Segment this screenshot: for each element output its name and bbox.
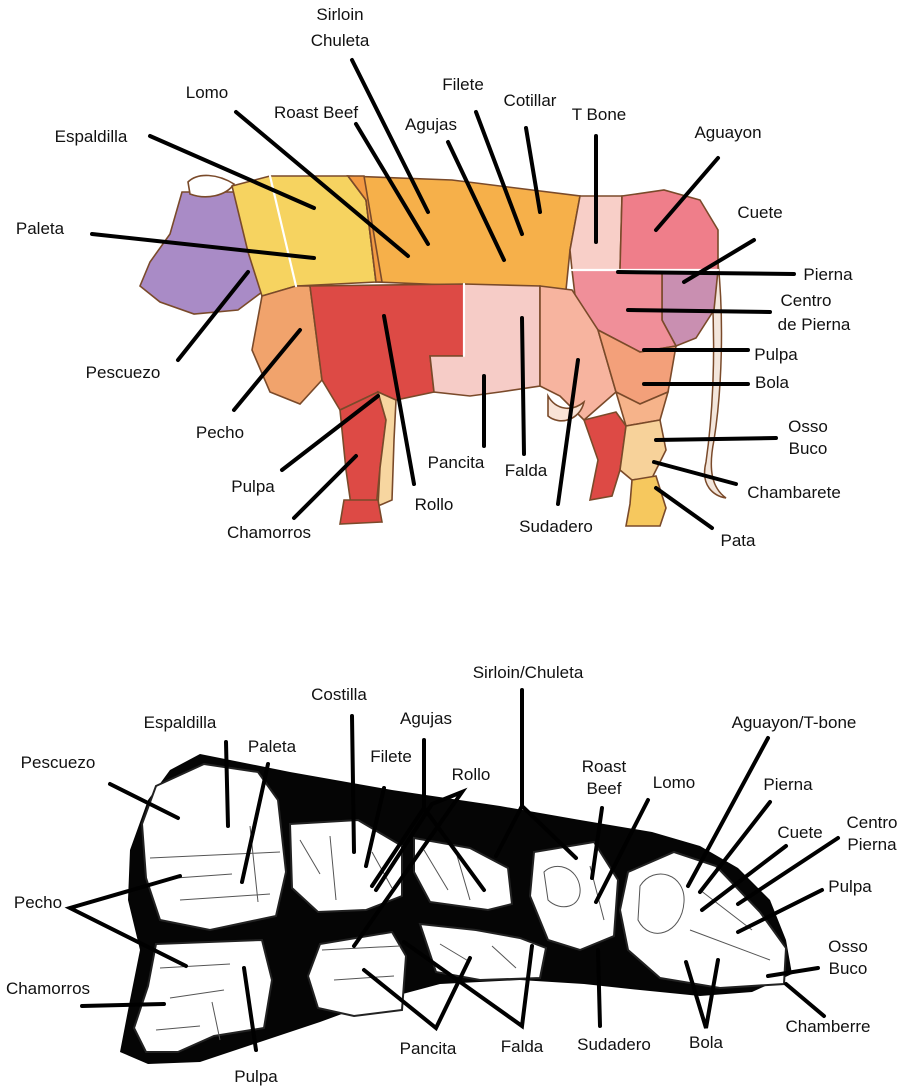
top-label-agujas: Agujas (405, 115, 457, 134)
leader-bot-espaldilla (226, 742, 228, 826)
bot-label-aguayon-t-bone: Aguayon/T-bone (732, 713, 857, 732)
leader-top-falda (522, 318, 524, 454)
top-label-cotillar: Cotillar (504, 91, 557, 110)
bot-label-rollo: Rollo (452, 765, 491, 784)
leader-top-chambarete (654, 462, 736, 484)
top-label-filete: Filete (442, 75, 484, 94)
top-label-falda: Falda (505, 461, 548, 480)
top-label-rollo: Rollo (415, 495, 454, 514)
bot-label-pulpa-right: Pulpa (828, 877, 872, 896)
cow-illustration (140, 175, 726, 526)
top-label-pierna: Pierna (803, 265, 853, 284)
region-front-hoof (340, 500, 382, 524)
top-label-bola: Bola (755, 373, 790, 392)
bot-label-lomo: Lomo (653, 773, 696, 792)
top-label-roast-beef: Roast Beef (274, 103, 358, 122)
bot-label-chamberre: Chamberre (785, 1017, 870, 1036)
bot-label-pierna: Pierna (763, 775, 813, 794)
bot-label-paleta: Paleta (248, 737, 297, 756)
top-label-cuete: Cuete (737, 203, 782, 222)
leader-top-pierna (618, 272, 794, 274)
top-label-chambarete: Chambarete (747, 483, 841, 502)
top-label-pecho: Pecho (196, 423, 244, 442)
top-label-paleta: Paleta (16, 219, 65, 238)
top-label-pata: Pata (721, 531, 757, 550)
bot-label-bola: Bola (689, 1033, 724, 1052)
bot-label-agujas: Agujas (400, 709, 452, 728)
leader-bot-sudadero (598, 950, 600, 1026)
bot-label-pescuezo: Pescuezo (21, 753, 96, 772)
top-label-pancita: Pancita (428, 453, 485, 472)
region-hind-leg (584, 412, 626, 500)
bot-label-filete: Filete (370, 747, 412, 766)
region-hind-hoof (626, 476, 666, 526)
top-label-sirloin-chuleta: SirloinChuleta (311, 5, 370, 50)
top-label-t-bone: T Bone (572, 105, 627, 124)
bot-label-centro-pierna: CentroPierna (846, 813, 897, 854)
bot-label-pecho: Pecho (14, 893, 62, 912)
top-label-pescuezo: Pescuezo (86, 363, 161, 382)
bot-label-sudadero: Sudadero (577, 1035, 651, 1054)
bot-label-falda: Falda (501, 1037, 544, 1056)
leader-bot-chamorros (82, 1004, 164, 1006)
region-hind-tan (620, 420, 666, 480)
leader-top-centro-pierna (628, 310, 770, 312)
top-label-lomo: Lomo (186, 83, 229, 102)
bot-label-costilla: Costilla (311, 685, 367, 704)
leader-bot-costilla (352, 716, 354, 852)
top-label-chamorros: Chamorros (227, 523, 311, 542)
top-label-espaldilla: Espaldilla (55, 127, 128, 146)
bot-label-sirloin-chuleta: Sirloin/Chuleta (473, 663, 584, 682)
leader-top-osso-buco (656, 438, 776, 440)
bot-label-chamorros: Chamorros (6, 979, 90, 998)
bot-label-pancita: Pancita (400, 1039, 457, 1058)
bot-label-espaldilla: Espaldilla (144, 713, 217, 732)
top-label-sudadero: Sudadero (519, 517, 593, 536)
leader-bot-chamberre (786, 984, 824, 1016)
bot-label-pulpa-bottom: Pulpa (234, 1067, 278, 1086)
bot-label-cuete: Cuete (777, 823, 822, 842)
top-label-aguayon: Aguayon (694, 123, 761, 142)
top-label-pulpa-right: Pulpa (754, 345, 798, 364)
top-label-pulpa-left: Pulpa (231, 477, 275, 496)
region-aguayon (620, 190, 718, 270)
